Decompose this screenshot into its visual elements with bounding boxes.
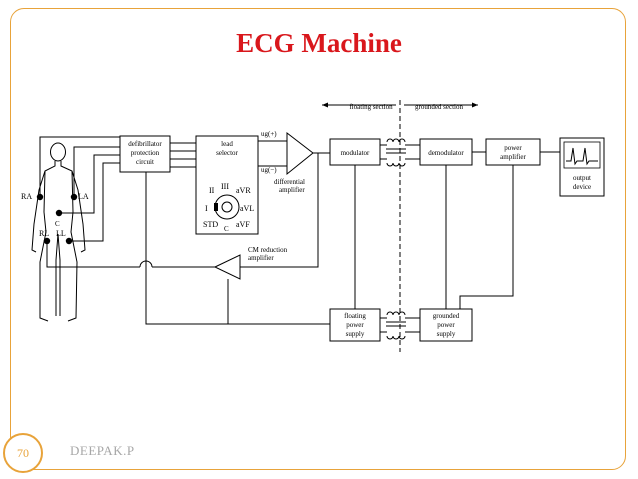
lead-selector-block: lead selector II III aVR I aVL STD C aVF (195, 135, 259, 235)
svg-text:power: power (437, 321, 455, 329)
electrode-c-label: C (55, 220, 60, 228)
page-number-badge: 70 (3, 433, 43, 473)
defibrillator-protection-block: defibrillator protection circuit (119, 135, 171, 173)
svg-text:output: output (573, 174, 591, 182)
svg-text:power: power (504, 144, 522, 152)
electrode-la-label: LA (78, 192, 89, 201)
svg-text:aVR: aVR (236, 186, 251, 195)
power-transformer (380, 311, 420, 340)
differential-amplifier: ug(+) ug(−) differential amplifier (258, 130, 330, 194)
svg-text:amplifier: amplifier (279, 186, 305, 194)
svg-text:C: C (224, 225, 229, 233)
svg-text:STD: STD (203, 220, 218, 229)
lead-wires (39, 136, 215, 268)
svg-text:floating: floating (344, 312, 366, 320)
electrode-ra-label: RA (21, 192, 32, 201)
svg-text:lead: lead (221, 140, 233, 148)
svg-text:ug(−): ug(−) (261, 166, 277, 174)
floating-power-supply-block: floating power supply (329, 308, 381, 342)
cm-reduction-amplifier: CM reduction amplifier (213, 153, 319, 280)
page-number: 70 (17, 446, 29, 460)
svg-text:differential: differential (274, 178, 305, 186)
electrodes (36, 193, 78, 245)
svg-text:II: II (209, 186, 215, 195)
electrode-rl-label: RL (39, 229, 49, 238)
slide-title: ECG Machine (236, 28, 402, 58)
power-wires (145, 165, 514, 325)
svg-text:supply: supply (437, 330, 456, 338)
author-footer: DEEPAK.P (70, 443, 135, 458)
svg-text:grounded: grounded (433, 312, 460, 320)
svg-text:III: III (221, 182, 229, 191)
signal-transformer (380, 138, 420, 167)
power-amplifier-block: power amplifier (485, 138, 541, 166)
svg-text:modulator: modulator (341, 149, 370, 157)
svg-text:ug(+): ug(+) (261, 130, 277, 138)
demodulator-block: demodulator (419, 138, 473, 166)
svg-text:defibrillator: defibrillator (128, 140, 162, 148)
defib-to-selector-wires (170, 142, 196, 168)
human-figure (31, 142, 86, 322)
svg-text:device: device (573, 183, 591, 191)
svg-text:aVF: aVF (236, 220, 250, 229)
grounded-section-label: grounded section (415, 103, 464, 111)
svg-text:circuit: circuit (136, 158, 154, 166)
svg-text:protection: protection (131, 149, 160, 157)
grounded-power-supply-block: grounded power supply (419, 308, 473, 342)
electrode-ll-label: LL (56, 229, 66, 238)
section-header: floating section grounded section (322, 102, 478, 111)
svg-text:amplifier: amplifier (500, 153, 526, 161)
output-device-block: output device (559, 137, 605, 197)
svg-text:selector: selector (216, 149, 238, 157)
svg-text:power: power (346, 321, 364, 329)
svg-text:CM reduction: CM reduction (248, 246, 288, 254)
slide-frame (10, 8, 626, 470)
svg-text:demodulator: demodulator (428, 149, 464, 157)
svg-text:aVL: aVL (240, 204, 254, 213)
svg-text:amplifier: amplifier (248, 254, 274, 262)
svg-text:supply: supply (346, 330, 365, 338)
svg-text:I: I (205, 204, 208, 213)
floating-section-label: floating section (349, 103, 393, 111)
modulator-block: modulator (329, 138, 381, 166)
